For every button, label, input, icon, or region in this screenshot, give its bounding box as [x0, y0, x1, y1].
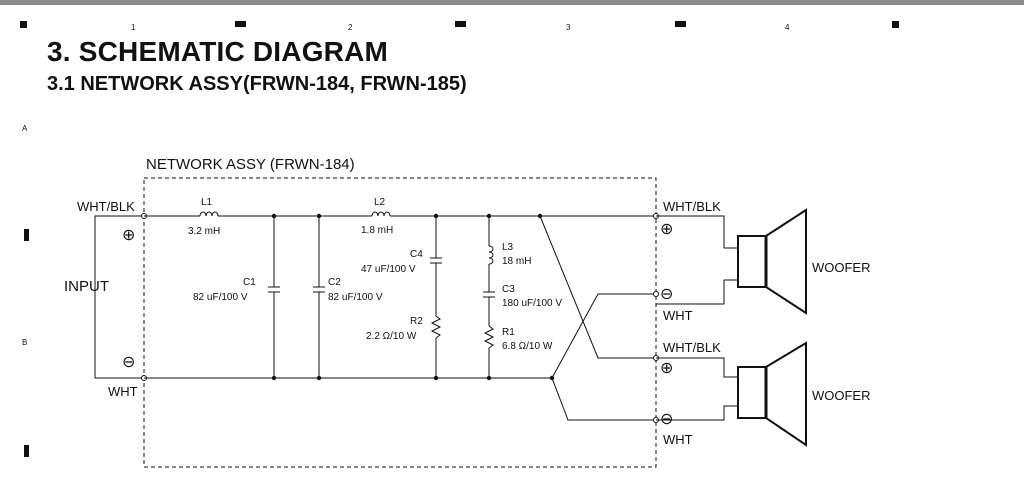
input-minus-wire-label: WHT	[108, 384, 138, 399]
l3-c3-r1-branch	[483, 216, 495, 378]
network-assy-label: NETWORK ASSY (FRWN-184)	[146, 156, 355, 173]
input-section: WHT/BLK WHT INPUT ⊕ ⊖	[64, 199, 147, 399]
woofer-1: WHT/BLK WHT ⊕ ⊖ WOOFER	[656, 199, 871, 323]
woofer-2-plus-wire-label: WHT/BLK	[663, 340, 721, 355]
input-wire	[94, 215, 144, 379]
top-rule	[0, 0, 1024, 5]
r1-ref: R1	[502, 327, 515, 338]
woofer-2-magnet	[737, 366, 767, 419]
c2-value: 82 uF/100 V	[328, 292, 383, 303]
woofer-1-minus-terminal-icon: ⊖	[660, 286, 673, 303]
l2-ref: L2	[374, 197, 386, 208]
column-divider-mark	[675, 21, 686, 27]
l1-value: 3.2 mH	[188, 226, 220, 237]
c4-ref: C4	[410, 249, 423, 260]
c1-ref: C1	[243, 277, 256, 288]
column-label-3: 3	[566, 23, 571, 32]
woofer-2-minus-terminal-icon: ⊖	[660, 411, 673, 428]
row-divider-mark	[24, 229, 29, 241]
c3-value: 180 uF/100 V	[502, 298, 562, 309]
input-minus-terminal-icon: ⊖	[122, 354, 135, 371]
woofer-2-cone-icon	[765, 341, 807, 447]
r1-value: 6.8 Ω/10 W	[502, 341, 553, 352]
woofer-1-magnet	[737, 235, 767, 288]
woofer-1-label: WOOFER	[812, 260, 871, 275]
input-plus-wire-label: WHT/BLK	[77, 199, 135, 214]
margin-marks: 1 2 3 4 A B	[20, 21, 899, 457]
component-labels: L1 3.2 mH L2 1.8 mH C1 82 uF/100 V C2 82…	[188, 197, 562, 352]
l2-value: 1.8 mH	[361, 225, 393, 236]
row-label-a: A	[22, 124, 28, 133]
page-title: 3. SCHEMATIC DIAGRAM	[47, 36, 389, 67]
inductor-l3	[488, 245, 494, 265]
r2-ref: R2	[410, 316, 423, 327]
column-divider-mark	[455, 21, 466, 27]
l1-ref: L1	[201, 197, 213, 208]
woofer-1-plus-wire-label: WHT/BLK	[663, 199, 721, 214]
c3-ref: C3	[502, 284, 515, 295]
woofer-2-plus-terminal-icon: ⊕	[660, 360, 673, 377]
page-subtitle: 3.1 NETWORK ASSY(FRWN-184, FRWN-185)	[47, 73, 467, 95]
input-label: INPUT	[64, 278, 109, 295]
c4-value: 47 uF/100 V	[361, 264, 416, 275]
output-crossover-wires	[539, 215, 656, 421]
c2-ref: C2	[328, 277, 341, 288]
corner-mark	[892, 21, 899, 28]
woofer-1-cone-icon	[765, 208, 807, 315]
column-label-4: 4	[785, 23, 790, 32]
column-divider-mark	[235, 21, 246, 27]
woofer-2-minus-wire-label: WHT	[663, 432, 693, 447]
input-plus-terminal-icon: ⊕	[122, 227, 135, 244]
resistor-r2	[430, 315, 442, 339]
c4-r2-branch	[430, 216, 442, 378]
l3-ref: L3	[502, 242, 514, 253]
resistor-r1	[483, 325, 495, 349]
network-assy-boundary	[143, 177, 657, 468]
column-label-2: 2	[348, 23, 353, 32]
woofer-2: WHT/BLK WHT ⊕ ⊖ WOOFER	[656, 340, 871, 447]
capacitor-c1	[268, 216, 280, 378]
inductor-l2	[371, 211, 391, 217]
woofer-2-label: WOOFER	[812, 388, 871, 403]
row-divider-mark	[24, 445, 29, 457]
l3-value: 18 mH	[502, 256, 531, 267]
woofer-1-minus-wire-label: WHT	[663, 308, 693, 323]
column-label-1: 1	[131, 23, 136, 32]
r2-value: 2.2 Ω/10 W	[366, 331, 417, 342]
top-rail	[144, 211, 656, 217]
c1-value: 82 uF/100 V	[193, 292, 248, 303]
junction-dots	[271, 213, 555, 381]
woofer-1-plus-terminal-icon: ⊕	[660, 221, 673, 238]
corner-mark	[20, 21, 27, 28]
inductor-l1	[199, 211, 219, 217]
capacitor-c2	[313, 216, 325, 378]
row-label-b: B	[22, 338, 27, 347]
